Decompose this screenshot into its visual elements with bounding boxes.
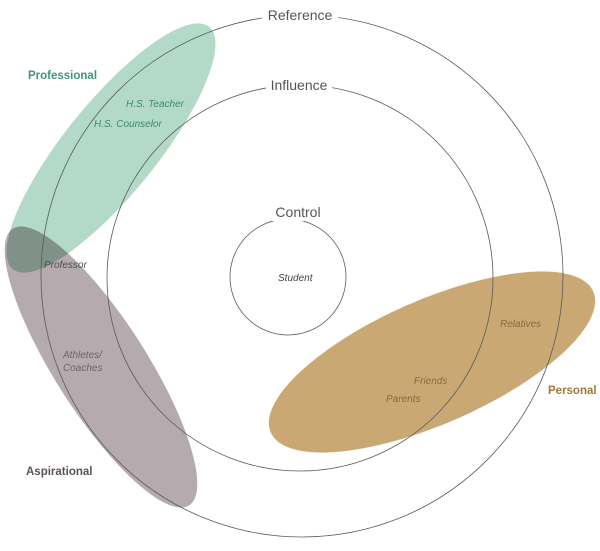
influence-label: Influence <box>271 77 328 93</box>
personal-ellipse <box>268 271 596 453</box>
member-hs-counselor: H.S. Counselor <box>94 119 162 130</box>
member-professor: Professor <box>44 260 87 271</box>
professional-label: Professional <box>28 70 97 82</box>
professional-ellipse <box>6 23 216 273</box>
control-label: Control <box>275 204 320 220</box>
reference-label: Reference <box>268 7 333 23</box>
member-coaches: Coaches <box>63 363 102 374</box>
member-athletes: Athletes/ <box>62 350 103 361</box>
aspirational-label: Aspirational <box>26 466 92 478</box>
student-label: Student <box>278 273 314 284</box>
member-hs-teacher: H.S. Teacher <box>126 99 185 110</box>
personal-label: Personal <box>548 385 597 397</box>
member-relatives: Relatives <box>500 319 541 330</box>
aspirational-ellipse <box>4 226 198 508</box>
member-parents: Parents <box>386 394 420 405</box>
member-friends: Friends <box>414 376 447 387</box>
